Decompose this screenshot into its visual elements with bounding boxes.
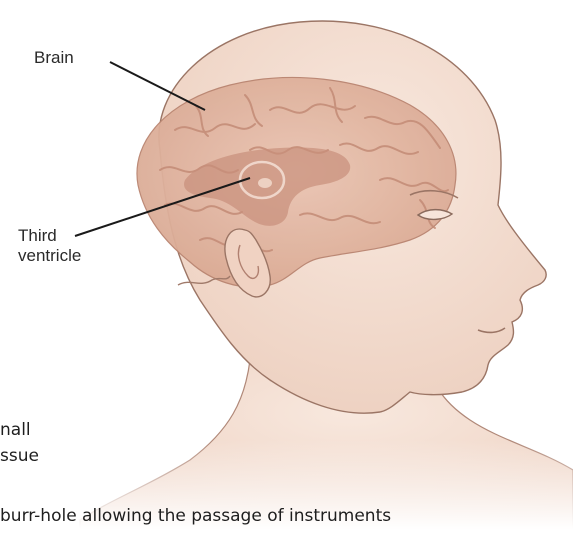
third-ventricle-center — [258, 178, 272, 188]
caption-fragment-3: burr-hole allowing the passage of instru… — [0, 506, 391, 526]
brain-label: Brain — [34, 48, 74, 68]
third-ventricle-label-line1: Third — [18, 226, 81, 246]
caption-fragment-1: nall — [0, 420, 31, 440]
third-ventricle-label-line2: ventricle — [18, 246, 81, 266]
caption-fragment-2: ssue — [0, 446, 39, 466]
third-ventricle-label: Third ventricle — [18, 226, 81, 266]
